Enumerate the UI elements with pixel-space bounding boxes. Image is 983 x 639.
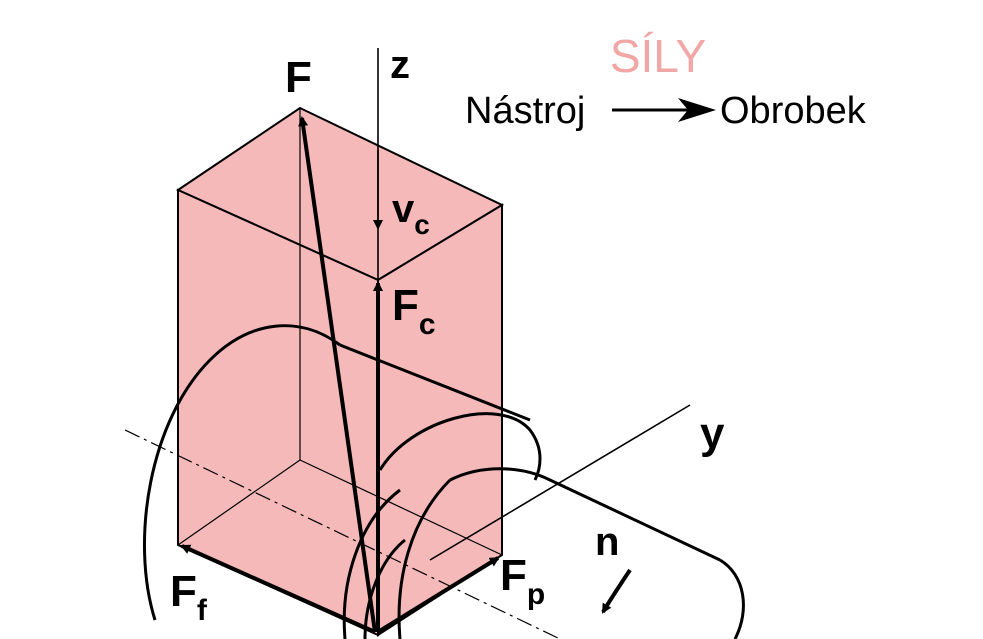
cylinder-arc-front: [378, 412, 542, 481]
title: SÍLY: [610, 30, 706, 82]
cylinder-shaft-top: [449, 467, 721, 562]
passive-force-subscript: p: [527, 578, 545, 611]
z-axis-label: z: [390, 43, 410, 87]
cutting-force-label: Fc: [392, 281, 436, 341]
feed-force-arrow: [180, 544, 376, 634]
feed-force-subscript: f: [197, 594, 208, 627]
cutting-force-subscript: c: [419, 308, 436, 341]
feed-force-label: Ff: [170, 567, 208, 627]
cylinder-outer-curve: [142, 324, 341, 621]
box-right-face: [377, 203, 503, 637]
relation-arrowhead: [678, 98, 716, 122]
source-label: Nástroj: [465, 90, 585, 132]
force-vectors: [180, 116, 500, 634]
y-axis: [429, 404, 691, 561]
box-hidden-edge: [177, 459, 301, 546]
resultant-force-arrow: [298, 116, 377, 633]
cylinder-end-face: [719, 558, 745, 639]
passive-force-arrow: [376, 556, 500, 634]
rotation-label: n: [595, 520, 619, 564]
passive-force-label: Fp: [500, 551, 545, 611]
cylinder-top-edge: [339, 343, 531, 422]
target-label: Obrobek: [720, 90, 867, 132]
y-axis-label: y: [700, 409, 725, 458]
force-box: [175, 106, 505, 637]
cutting-speed-label: vc: [392, 187, 430, 240]
cutting-speed-subscript: c: [414, 209, 430, 240]
force-main-label: F: [285, 53, 312, 102]
workpiece-axis: [124, 429, 561, 639]
rotation-arrow: [601, 568, 632, 614]
box-hidden-edge: [299, 459, 503, 556]
